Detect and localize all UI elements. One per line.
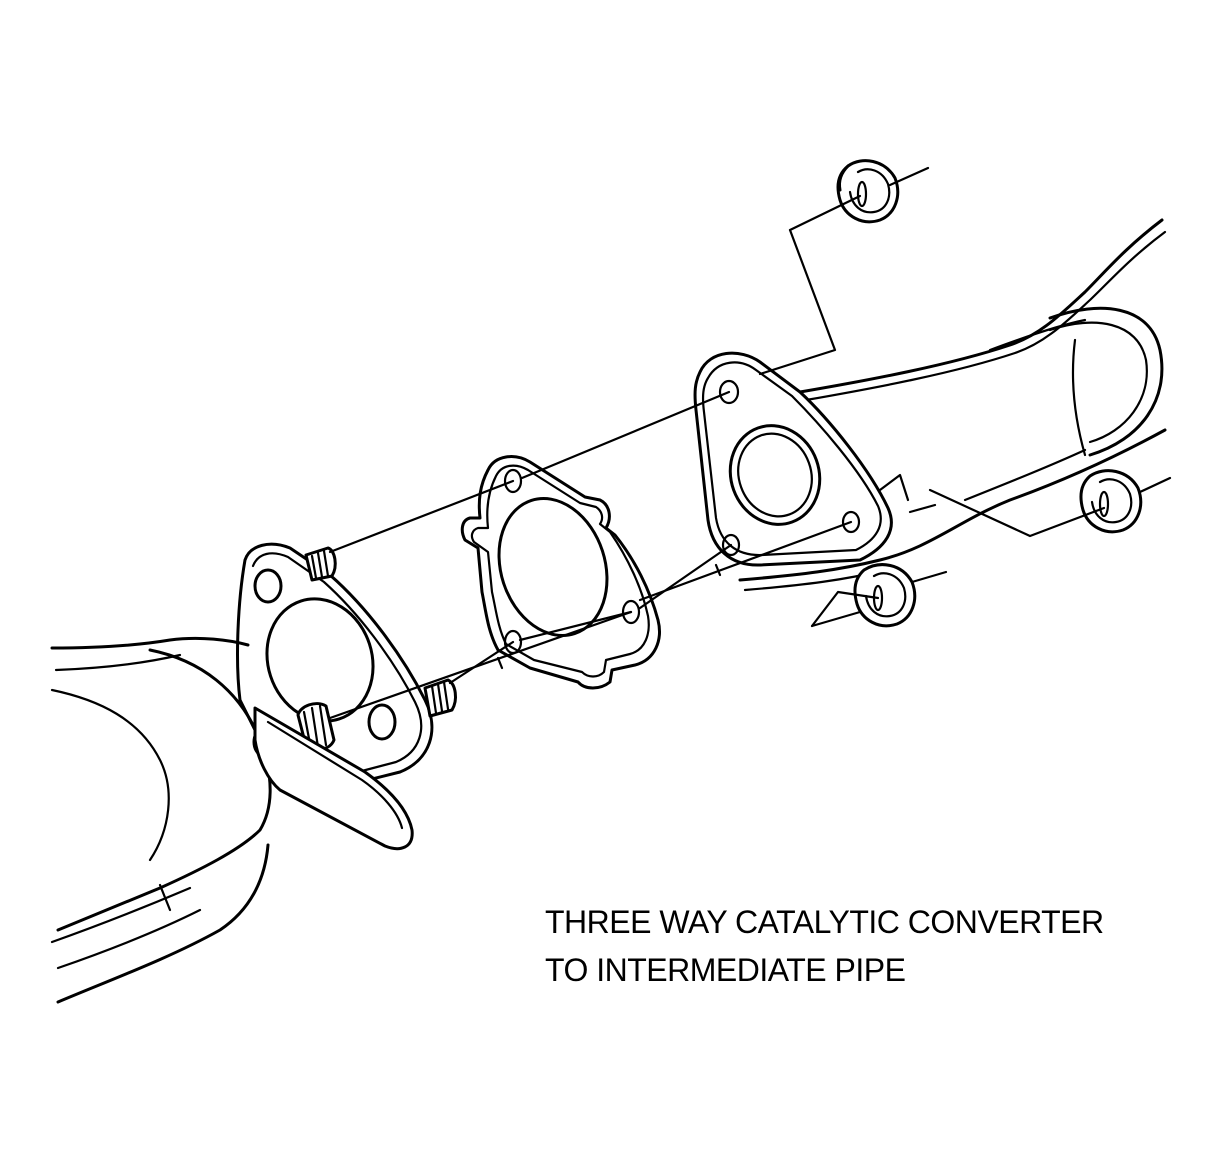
caption-line-2: TO INTERMEDIATE PIPE <box>545 952 906 988</box>
intermediate-pipe <box>738 218 1167 592</box>
alignment-lines <box>328 166 1172 720</box>
nut-top <box>836 159 900 224</box>
nut-right <box>1079 469 1143 534</box>
caption-line-1: THREE WAY CATALYTIC CONVERTER <box>545 904 1104 940</box>
flange-studs <box>296 546 457 751</box>
diagram-caption: THREE WAY CATALYTIC CONVERTER TO INTERME… <box>545 898 1104 994</box>
pipe-flange <box>693 351 893 567</box>
catalytic-converter <box>50 636 414 1004</box>
flange-gasket <box>460 455 661 690</box>
flange-nuts <box>836 159 1143 628</box>
nut-bottom <box>853 563 917 628</box>
